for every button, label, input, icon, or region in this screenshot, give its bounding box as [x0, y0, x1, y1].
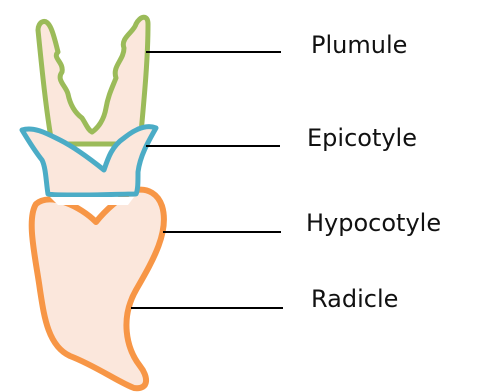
epicotyle-label: Epicotyle — [307, 124, 417, 152]
hypocotyle-label: Hypocotyle — [306, 209, 441, 237]
epicotyle-hypocotyle-gap — [50, 197, 134, 205]
radicle-label: Radicle — [311, 285, 398, 313]
hypocotyle-radicle-shape — [32, 190, 164, 389]
plumule-label: Plumule — [311, 31, 407, 59]
plumule-shape — [38, 17, 148, 144]
